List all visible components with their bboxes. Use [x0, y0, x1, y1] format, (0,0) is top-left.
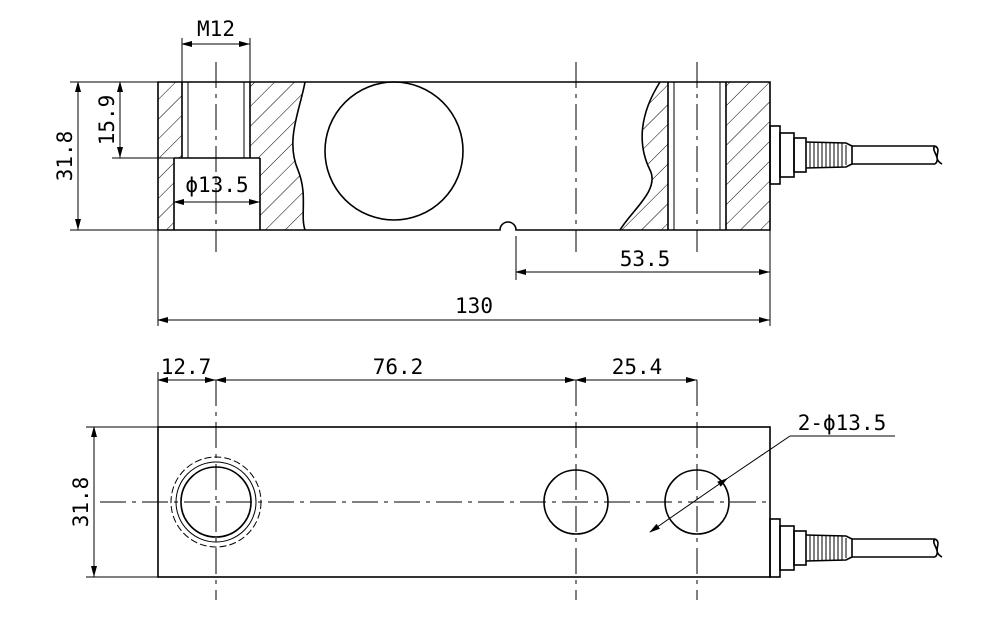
dim-bore-label: ϕ13.5 [185, 173, 248, 197]
dim-holes-leader-ext [727, 435, 791, 479]
side-view: M12 31.8 15.9 ϕ13.5 53.5 130 [53, 17, 943, 326]
dim-length-label: 130 [455, 294, 493, 318]
side-view-body [157, 81, 771, 231]
dim-holes-label: 2-ϕ13.5 [798, 411, 887, 435]
right-bore [667, 82, 727, 230]
top-view: 12.7 76.2 25.4 2-ϕ13.5 31.8 [69, 355, 943, 600]
dim-m12-label: M12 [197, 17, 235, 41]
cable-connector-top [769, 518, 943, 578]
right-bore-lines [673, 82, 721, 230]
dim-hole-spacing-label: 25.4 [612, 355, 663, 379]
dim-offset-label: 53.5 [620, 247, 671, 271]
dim-height-label: 31.8 [53, 131, 77, 182]
gauge-hole [324, 81, 464, 221]
left-hatch [158, 82, 305, 230]
cable-connector-side [769, 125, 943, 185]
dim-depth-label: 15.9 [95, 95, 119, 146]
dim-top-height-label: 31.8 [69, 477, 93, 528]
dim-pitch-label: 76.2 [373, 355, 424, 379]
break-line-left [292, 81, 306, 231]
dim-edge-label: 12.7 [161, 355, 212, 379]
threaded-bore [181, 82, 251, 158]
thread-lines [187, 82, 245, 158]
dim-holes-leader [649, 477, 729, 533]
break-line-right [619, 81, 661, 231]
